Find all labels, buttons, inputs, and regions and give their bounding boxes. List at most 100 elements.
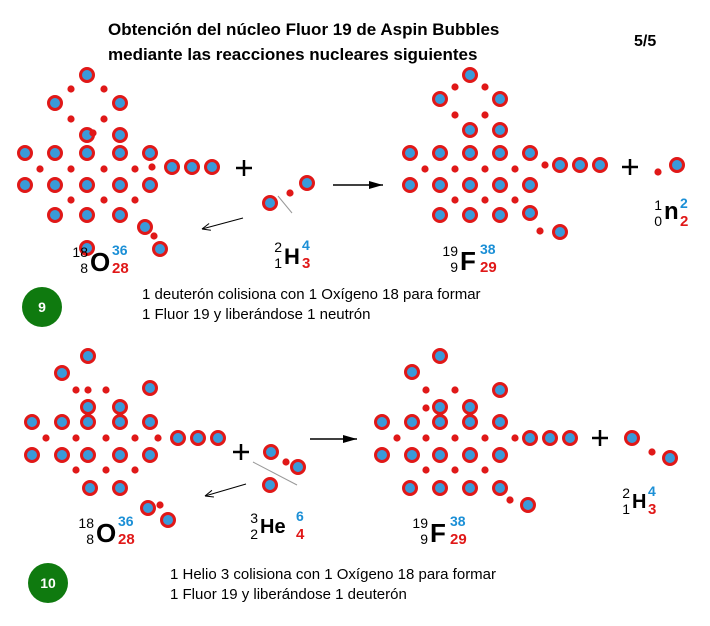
proton-particle [79,207,95,223]
neutron-particle [36,165,44,173]
title-line-1: Obtención del núcleo Fluor 19 de Aspin B… [108,20,500,39]
proton-particle [432,480,448,496]
proton-particle [462,122,478,138]
neutron-particle [156,501,164,509]
neutron-particle [131,466,139,474]
proton-particle [112,480,128,496]
reaction-description-line-2: 1 Fluor 19 y liberándose 1 deuterón [170,586,407,603]
proton-particle [112,127,128,143]
atomic-number: 0 [654,213,662,229]
neutron-particle [421,165,429,173]
neutron-count: 29 [450,531,467,548]
nuclide-label-deuterium: 2 1 H 4 3 [608,484,688,532]
proton-particle [462,177,478,193]
neutron-particle [67,115,75,123]
proton-count: 4 [302,237,310,253]
neutron-particle [148,163,156,171]
proton-particle [522,177,538,193]
nuclide-label-deuterium: 2 1 H 4 3 [260,238,340,286]
reaction-description-line-1: 1 Helio 3 colisiona con 1 Oxígeno 18 par… [170,566,497,583]
proton-particle [137,219,153,235]
neutron-particle [451,111,459,119]
proton-count: 38 [450,513,466,529]
neutron-count: 28 [118,531,135,548]
proton-count: 36 [112,242,128,258]
proton-particle [402,145,418,161]
proton-particle [262,195,278,211]
proton-particle [160,512,176,528]
proton-particle [79,67,95,83]
neutron-particle [481,196,489,204]
neutron-particle [89,129,97,137]
reaction-description-line-1: 1 deuterón colisiona con 1 Oxígeno 18 pa… [142,286,481,303]
proton-particle [492,414,508,430]
atomic-number: 2 [250,526,258,542]
neutron-particle [100,165,108,173]
neutron-particle [100,85,108,93]
proton-particle [432,145,448,161]
motion-arrow [201,217,244,230]
proton-particle [54,365,70,381]
proton-particle [54,414,70,430]
proton-particle [404,364,420,380]
proton-particle [402,177,418,193]
proton-particle [47,177,63,193]
neutron-count: 3 [302,255,311,272]
neutron-particle [422,434,430,442]
proton-particle [542,430,558,446]
neutron-particle [451,83,459,91]
proton-particle [462,480,478,496]
neutron-particle [481,466,489,474]
proton-particle [492,480,508,496]
proton-particle [17,145,33,161]
proton-particle [299,175,315,191]
neutron-particle [131,434,139,442]
motion-arrow-head [204,489,213,497]
mass-number: 18 [78,515,94,531]
proton-particle [112,399,128,415]
nuclide-label-oxygen-18: 18 8 O 36 28 [72,514,152,562]
atomic-number: 8 [86,531,94,547]
nuclide-label-helium-3: 3 2 He 6 4 [236,509,316,557]
neutron-particle [422,386,430,394]
proton-particle [374,414,390,430]
mass-number: 18 [72,244,88,260]
proton-particle [432,91,448,107]
proton-particle [432,207,448,223]
proton-particle [624,430,640,446]
neutron-particle [100,196,108,204]
proton-particle [47,207,63,223]
mass-number: 2 [274,239,282,255]
proton-particle [112,207,128,223]
proton-particle [374,447,390,463]
proton-particle [80,447,96,463]
nuclide-label-fluor-19: 19 9 F 38 29 [406,514,486,562]
proton-particle [262,477,278,493]
element-symbol: H [632,491,647,513]
element-symbol: F [430,518,446,548]
page-indicator: 5/5 [634,33,657,50]
proton-particle [152,241,168,257]
proton-particle [140,500,156,516]
proton-particle [47,95,63,111]
proton-particle [79,177,95,193]
proton-particle [184,159,200,175]
element-symbol: O [90,247,111,277]
neutron-particle [511,196,519,204]
neutron-count: 4 [296,526,305,543]
proton-particle [492,145,508,161]
proton-count: 6 [296,508,304,524]
proton-particle [520,497,536,513]
proton-particle [462,414,478,430]
neutron-particle [131,196,139,204]
neutron-particle [481,165,489,173]
proton-particle [492,382,508,398]
element-symbol: H [284,244,300,269]
proton-particle [17,177,33,193]
reaction-number-badge: 9 [22,287,62,327]
neutron-particle [282,458,290,466]
proton-particle [112,414,128,430]
proton-particle [492,177,508,193]
element-symbol: He [260,516,286,538]
neutron-particle [451,196,459,204]
